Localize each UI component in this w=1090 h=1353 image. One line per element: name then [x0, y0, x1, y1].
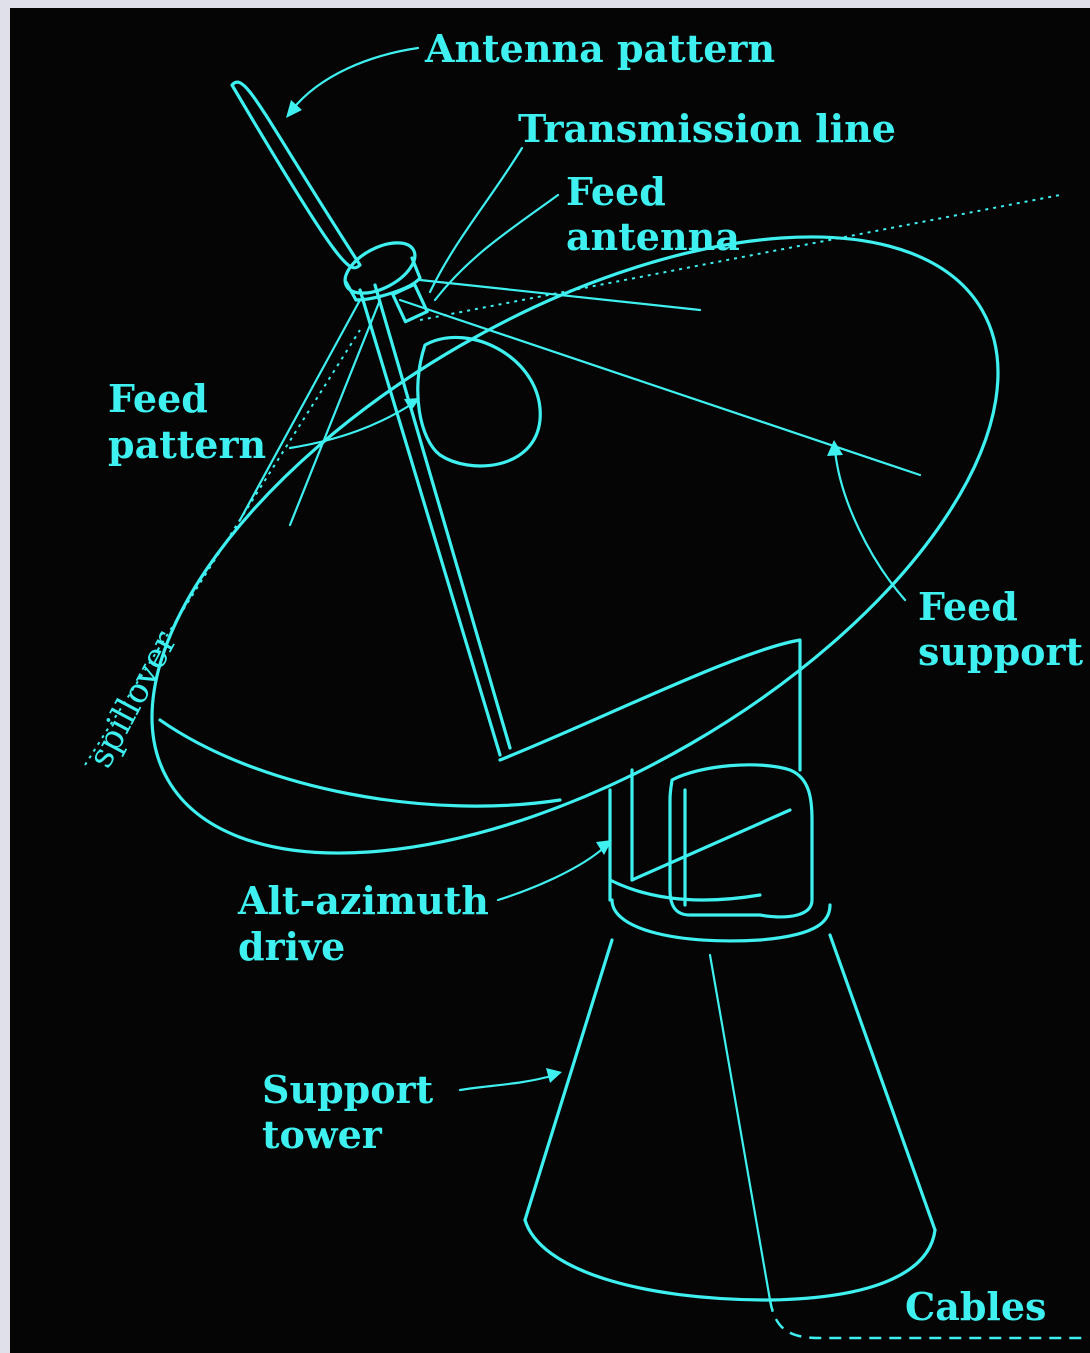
label-support-tower-1: Support	[262, 1067, 434, 1112]
label-feed-antenna-2: antenna	[566, 214, 740, 259]
label-feed-support-2: support	[918, 629, 1084, 674]
label-alt-azimuth-1: Alt-azimuth	[237, 878, 489, 923]
label-alt-azimuth-2: drive	[238, 924, 345, 969]
label-support-tower-2: tower	[262, 1112, 383, 1157]
label-feed-support-1: Feed	[918, 584, 1018, 629]
panel-shape	[10, 175, 1090, 1353]
label-antenna-pattern: Antenna pattern	[424, 26, 775, 71]
label-feed-pattern-1: Feed	[108, 376, 208, 421]
arrow-antenna-pattern	[292, 48, 418, 110]
label-cables: Cables	[905, 1284, 1046, 1329]
label-feed-pattern-2: pattern	[108, 422, 266, 467]
label-feed-antenna-1: Feed	[566, 169, 666, 214]
label-transmission-line: Transmission line	[518, 106, 896, 151]
